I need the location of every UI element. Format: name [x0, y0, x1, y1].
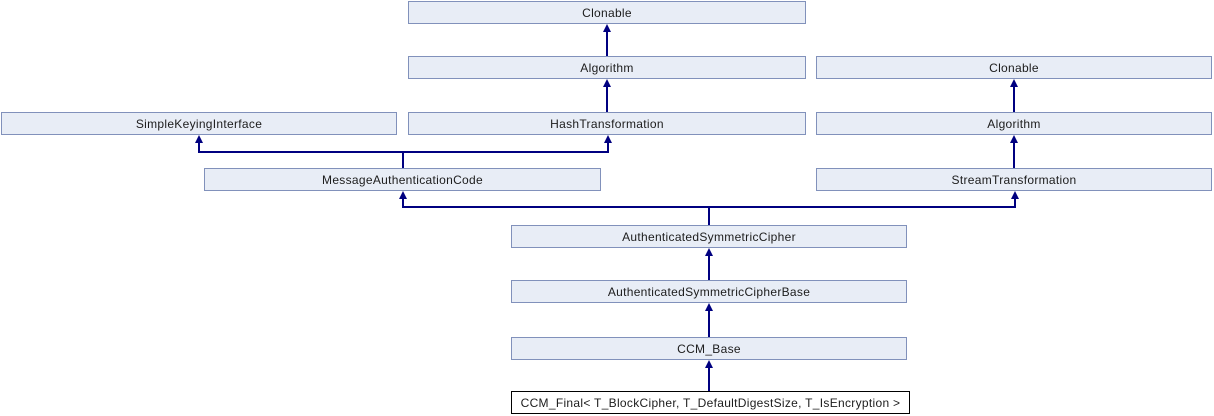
class-box-ccm-final-current: CCM_Final< T_BlockCipher, T_DefaultDiges…	[511, 391, 910, 414]
class-box-authenticatedsymmetriccipherbase[interactable]: AuthenticatedSymmetricCipherBase	[511, 280, 907, 303]
class-label: Algorithm	[580, 60, 634, 75]
edge-algorithm-right-to-clonable-right	[1010, 79, 1018, 112]
edge-ccmfinal-to-ccmbase	[705, 360, 713, 391]
class-box-hashtransformation[interactable]: HashTransformation	[408, 112, 806, 135]
class-box-clonable-top[interactable]: Clonable	[408, 1, 806, 24]
edge-ccmbase-to-ascbase	[705, 303, 713, 337]
edge-mac-to-hashtransformation	[403, 135, 612, 153]
class-label: AuthenticatedSymmetricCipher	[622, 229, 796, 244]
class-label: AuthenticatedSymmetricCipherBase	[607, 284, 811, 299]
edge-algorithm-to-clonable	[603, 24, 611, 56]
edge-asc-to-mac	[399, 191, 710, 225]
class-label: Clonable	[582, 5, 632, 20]
class-box-ccm-base[interactable]: CCM_Base	[511, 337, 907, 360]
class-label: Clonable	[989, 60, 1039, 75]
class-label: MessageAuthenticationCode	[322, 172, 483, 187]
class-box-clonable-right[interactable]: Clonable	[816, 56, 1212, 79]
edge-asc-to-streamtransformation	[709, 191, 1019, 208]
class-label: StreamTransformation	[951, 172, 1077, 187]
class-label: CCM_Base	[677, 341, 741, 356]
edge-hashtransformation-to-algorithm	[603, 79, 611, 112]
edge-streamtransformation-to-algorithm-right	[1010, 135, 1018, 168]
class-box-algorithm-middle[interactable]: Algorithm	[408, 56, 806, 79]
class-label: SimpleKeyingInterface	[135, 116, 263, 131]
class-box-simplekeyinginterface[interactable]: SimpleKeyingInterface	[1, 112, 397, 135]
class-label: CCM_Final< T_BlockCipher, T_DefaultDiges…	[520, 395, 901, 410]
class-label: HashTransformation	[550, 116, 664, 131]
class-box-messageauthenticationcode[interactable]: MessageAuthenticationCode	[204, 168, 601, 191]
class-box-authenticatedsymmetriccipher[interactable]: AuthenticatedSymmetricCipher	[511, 225, 907, 248]
class-label: Algorithm	[987, 116, 1041, 131]
edge-ascbase-to-asc	[705, 248, 713, 280]
edge-mac-to-simplekeyinginterface	[195, 135, 404, 168]
class-box-algorithm-right[interactable]: Algorithm	[816, 112, 1212, 135]
class-box-streamtransformation[interactable]: StreamTransformation	[816, 168, 1212, 191]
